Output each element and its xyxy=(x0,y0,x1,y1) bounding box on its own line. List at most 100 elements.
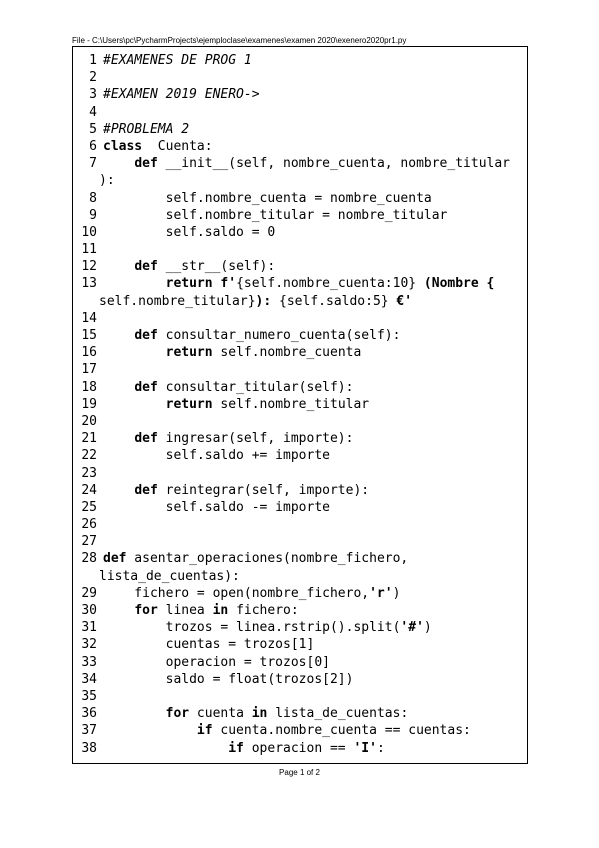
code-token: : xyxy=(376,740,385,756)
code-token xyxy=(103,741,228,756)
line-number: 23 xyxy=(81,465,97,481)
line-number: 27 xyxy=(81,534,97,550)
code-line: 35 xyxy=(73,688,527,705)
code-line: 24 def reintegrar(self, importe): xyxy=(73,482,527,499)
line-number: 13 xyxy=(81,276,97,292)
code-line: 10 self.saldo = 0 xyxy=(73,224,527,241)
code-line: 13 return f'{self.nombre_cuenta:10} (Nom… xyxy=(73,275,527,292)
code-token: for xyxy=(165,706,190,722)
line-number: 11 xyxy=(81,242,97,258)
code-line: 23 xyxy=(73,465,527,482)
code-line: 30 for linea in fichero: xyxy=(73,602,527,619)
line-number: 37 xyxy=(81,723,97,739)
code-token: in xyxy=(251,706,268,722)
line-number: 3 xyxy=(89,87,97,103)
code-token: 'r' xyxy=(369,585,393,601)
code-token: lista_de_cuentas): xyxy=(99,568,240,584)
line-number: 7 xyxy=(89,156,97,172)
code-line: 14 xyxy=(73,310,527,327)
line-number: 29 xyxy=(81,585,97,601)
code-token xyxy=(103,431,134,446)
code-line: 9 self.nombre_titular = nombre_titular xyxy=(73,207,527,224)
code-line: 33 operacion = trozos[0] xyxy=(73,654,527,671)
code-line: 8 self.nombre_cuenta = nombre_cuenta xyxy=(73,190,527,207)
code-line: 38 if operacion == 'I': xyxy=(73,740,527,757)
code-token xyxy=(103,259,134,274)
code-line: 34 saldo = float(trozos[2]) xyxy=(73,671,527,688)
code-line: 7 def __init__(self, nombre_cuenta, nomb… xyxy=(73,155,527,172)
line-number: 2 xyxy=(89,70,97,86)
code-token: __str__(self): xyxy=(157,259,276,275)
line-number: 1 xyxy=(89,53,97,68)
code-token: {self.nombre_cuenta:10} xyxy=(236,276,417,292)
code-token: cuenta.nombre_cuenta == cuentas: xyxy=(212,723,471,739)
code-token: def xyxy=(134,482,158,498)
code-line: 12 def __str__(self): xyxy=(73,258,527,275)
code-token: self.saldo = 0 xyxy=(103,224,276,240)
code-token: __init__(self, nombre_cuenta, nombre_tit… xyxy=(157,156,510,172)
code-token xyxy=(103,397,166,412)
code-token: self.nombre_titular xyxy=(212,396,370,412)
code-line: 17 xyxy=(73,361,527,378)
line-number: 36 xyxy=(81,706,97,722)
line-number: 16 xyxy=(81,345,97,361)
code-line: 1#EXAMENES DE PROG 1 xyxy=(73,52,527,69)
code-token: def xyxy=(134,156,158,172)
code-token: self.nombre_titular = nombre_titular xyxy=(103,207,448,223)
code-token: #PROBLEMA 2 xyxy=(103,121,190,137)
code-token: ): xyxy=(99,173,115,189)
line-number: 19 xyxy=(81,396,97,412)
code-token: 'I' xyxy=(353,740,377,756)
code-line: 4 xyxy=(73,104,527,121)
line-number: 12 xyxy=(81,259,97,275)
code-token: ingresar(self, importe): xyxy=(157,431,354,447)
file-path-header: File - C:\Users\pc\PycharmProjects\ejemp… xyxy=(72,36,407,45)
code-token: if xyxy=(196,723,213,739)
line-number: 30 xyxy=(81,603,97,618)
code-token: #EXAMEN 2019 ENERO-> xyxy=(103,87,260,103)
code-token: f' xyxy=(212,276,237,292)
code-line: 3 #EXAMEN 2019 ENERO-> xyxy=(73,86,527,103)
code-line: 25 self.saldo -= importe xyxy=(73,499,527,516)
line-number: 18 xyxy=(81,379,97,395)
line-number: 26 xyxy=(81,517,97,533)
code-token: trozos = linea.rstrip().split( xyxy=(103,620,401,636)
code-token: self.saldo -= importe xyxy=(103,499,330,515)
code-token: cuenta xyxy=(189,706,252,722)
line-number: 14 xyxy=(81,310,97,326)
code-token: return xyxy=(165,396,213,412)
code-token: ): xyxy=(255,293,280,309)
line-number: 24 xyxy=(81,482,97,498)
code-token: lista_de_cuentas: xyxy=(267,706,409,722)
line-number: 6 xyxy=(89,138,97,154)
code-token: for xyxy=(134,603,158,618)
code-token xyxy=(103,603,134,618)
code-token: consultar_titular(self): xyxy=(157,379,354,395)
code-token: self.nombre_cuenta = nombre_cuenta xyxy=(103,190,432,206)
code-token xyxy=(103,276,166,291)
code-token: self.nombre_titular} xyxy=(99,293,256,309)
line-number: 32 xyxy=(81,637,97,653)
line-number: 17 xyxy=(81,362,97,378)
code-token: linea xyxy=(157,603,213,618)
code-line: ): xyxy=(73,172,527,189)
line-number: 35 xyxy=(81,688,97,704)
line-number: 38 xyxy=(81,740,97,756)
code-token: €' xyxy=(388,293,413,309)
code-line: 22 self.saldo += importe xyxy=(73,447,527,464)
code-token: cuentas = trozos[1] xyxy=(103,637,315,653)
line-number: 10 xyxy=(81,224,97,240)
line-number: 20 xyxy=(81,413,97,429)
code-token: in xyxy=(212,603,229,618)
code-token xyxy=(103,483,134,498)
line-number: 9 xyxy=(89,207,97,223)
code-token: saldo = float(trozos[2]) xyxy=(103,671,354,687)
line-number: 22 xyxy=(81,448,97,464)
code-token: def xyxy=(103,551,127,567)
code-line: 26 xyxy=(73,516,527,533)
code-token xyxy=(103,706,166,721)
code-token: asentar_operaciones(nombre_fichero, xyxy=(126,551,409,567)
